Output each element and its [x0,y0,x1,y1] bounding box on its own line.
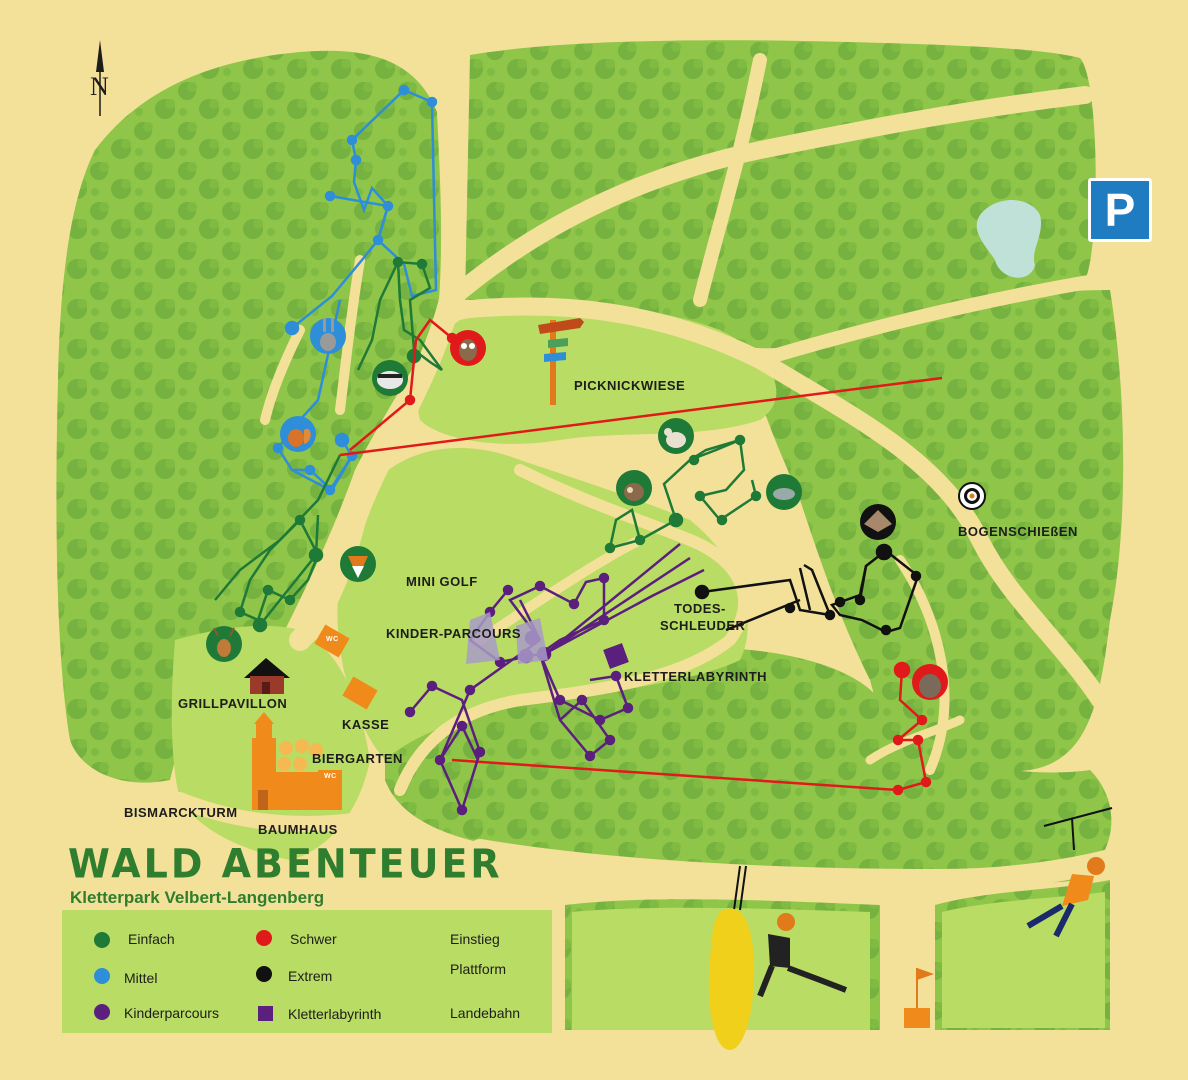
course-einfach [214,256,762,633]
badger-icon [372,360,408,396]
punching-bag-icon [708,865,848,1050]
legend-label-schwer: Schwer [290,931,337,947]
page-title: WALD ABENTEUER [68,840,503,888]
legend-label-extrem: Extrem [288,968,333,984]
course-extrem [694,543,922,636]
animal-badges [206,318,948,700]
label-todes: TODES- [674,601,726,616]
fox-icon [340,546,376,582]
tower-icon [252,712,342,810]
wc-kasse-buildings [314,624,378,710]
legend-dot-mittel [94,968,110,984]
label-kasse: KASSE [342,717,390,732]
eagle-icon [860,504,896,540]
bird-icon [766,474,802,510]
label-kletterlabyrinth: KLETTERLABYRINTH [624,669,768,684]
legend-label-kletterlabyrinth: Kletterlabyrinth [288,1006,382,1022]
legend-dot-extrem [256,966,272,982]
rabbit-icon [310,318,346,354]
legend-label-mittel: Mittel [124,970,158,986]
label-bismarckturm: BISMARCKTURM [124,805,238,820]
legend-label-landebahn: Landebahn [450,1005,521,1021]
meadow-southeast [942,892,1105,1028]
forest-south [385,647,1112,885]
paths [172,44,1121,892]
label-baumhaus: BAUMHAUS [258,822,338,837]
legend-dot-schwer [256,930,272,946]
bear-icon [912,664,948,700]
hedgehog-icon [616,470,652,506]
legend-dot-kinderparcours [94,1004,110,1020]
signpost-icon [538,318,584,405]
label-mini-golf: MINI GOLF [406,574,478,589]
kletterlabyrinth-icon [603,643,629,669]
target-icon [958,482,986,510]
label-picknickwiese: PICKNICKWIESE [574,378,686,393]
parking-icon: P [1088,178,1152,242]
label-wc-1: WC [326,636,339,643]
label-bogenschiessen: BOGENSCHIEßEN [958,524,1078,539]
label-schleuder: SCHLEUDER [660,618,746,633]
legend-label-einfach: Einfach [128,931,175,947]
legend-label-kinderparcours: Kinderparcours [124,1005,219,1021]
legend: Einfach Mittel Kinderparcours Schwer Ext… [62,910,552,1033]
legend-dot-einfach [94,932,110,948]
label-biergarten: BIERGARTEN [312,751,403,766]
deer-icon [206,626,242,662]
north-arrow-icon [96,40,104,116]
legend-label-einstieg: Einstieg [450,931,500,947]
hut-icon [244,658,290,694]
wc-icon [314,624,350,658]
label-grillpavillon: GRILLPAVILLON [178,696,288,711]
label-kinder-parcours: KINDER-PARCOURS [386,626,522,641]
mouse-icon [658,418,694,454]
owl-icon [450,330,486,366]
zipline-person-icon [1026,807,1113,938]
north-label: N [90,72,109,101]
pond [976,200,1042,278]
label-wc-2: WC [324,773,337,780]
course-mittel [272,84,438,496]
course-kinderparcours [404,543,705,816]
legend-label-plattform: Plattform [450,961,507,977]
kletterlabyrinth-areas [466,612,629,669]
flag-icon [904,968,934,1028]
forest-west [56,50,450,783]
squirrel-icon [280,416,316,452]
legend-square-kletterlabyrinth [258,1006,273,1021]
page-subtitle: Kletterpark Velbert-Langenberg [70,888,325,907]
